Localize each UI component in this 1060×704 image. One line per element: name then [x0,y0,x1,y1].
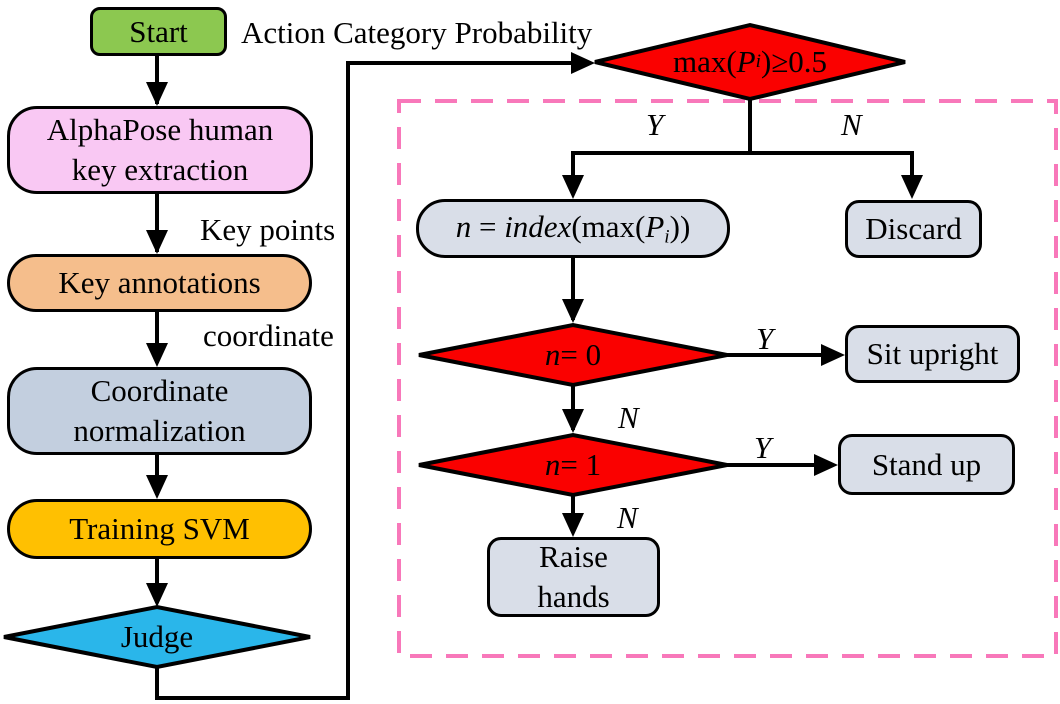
n0-no-label: N [618,400,639,435]
n-equals-1-diamond [418,432,728,498]
arrowhead-maxprob [571,52,595,74]
raise-hands-label: Raise hands [537,539,610,614]
discard-label: Discard [865,211,962,247]
arrowhead-normalization [146,343,168,367]
coordinate-normalization-label: Coordinate normalization [73,373,246,448]
stand-up-node: Stand up [838,434,1015,495]
n1-no-label: N [617,500,638,535]
n-equals-0-diamond [418,322,728,388]
n-index-formula: n = index(max(Pi)) [455,209,691,248]
start-node: Start [90,7,227,56]
training-svm-label: Training SVM [69,511,250,547]
n-equals-1-formula: n = 1 [544,447,602,482]
arrowhead-judge [146,583,168,607]
arrowhead-stand-up [814,454,838,476]
training-svm-node: Training SVM [7,499,312,559]
arrowhead-sit-upright [821,344,845,366]
edge-judge-to-maxprob-loop [155,61,578,700]
arrowhead-raise-hands [562,513,584,537]
maxprob-no-label: N [841,107,862,142]
arrowhead-n1 [562,409,584,433]
key-annotations-node: Key annotations [7,254,312,312]
n1-yes-label: Y [754,430,772,465]
start-label: Start [129,13,188,49]
dashed-region-border [397,99,1058,658]
arrowhead-annotations [146,230,168,254]
judge-label: Judge [120,619,194,654]
judge-diamond [3,604,311,670]
maxprob-yes-label: Y [646,107,664,142]
sit-upright-label: Sit upright [866,336,999,372]
coordinate-label: coordinate [203,318,334,353]
arrowhead-nindex [562,175,584,199]
arrowhead-n0 [562,299,584,323]
arrowhead-alphapose [146,82,168,106]
discard-node: Discard [845,200,982,258]
arrowhead-discard [901,175,923,199]
key-annotations-label: Key annotations [58,265,261,301]
raise-hands-node: Raise hands [487,537,660,617]
key-points-label: Key points [200,212,336,247]
action-category-probability-label: Action Category Probability [241,15,593,50]
stand-up-label: Stand up [871,446,982,482]
coordinate-normalization-node: Coordinate normalization [7,367,312,455]
max-prob-diamond [594,22,906,102]
n-equals-0-formula: n = 0 [544,337,602,372]
arrowhead-svm [146,475,168,499]
sit-upright-node: Sit upright [845,325,1020,383]
n0-yes-label: Y [756,321,774,356]
n-index-node: n = index(max(Pi)) [416,199,730,258]
alphapose-label: AlphaPose human key extraction [46,112,274,187]
alphapose-node: AlphaPose human key extraction [7,106,313,194]
